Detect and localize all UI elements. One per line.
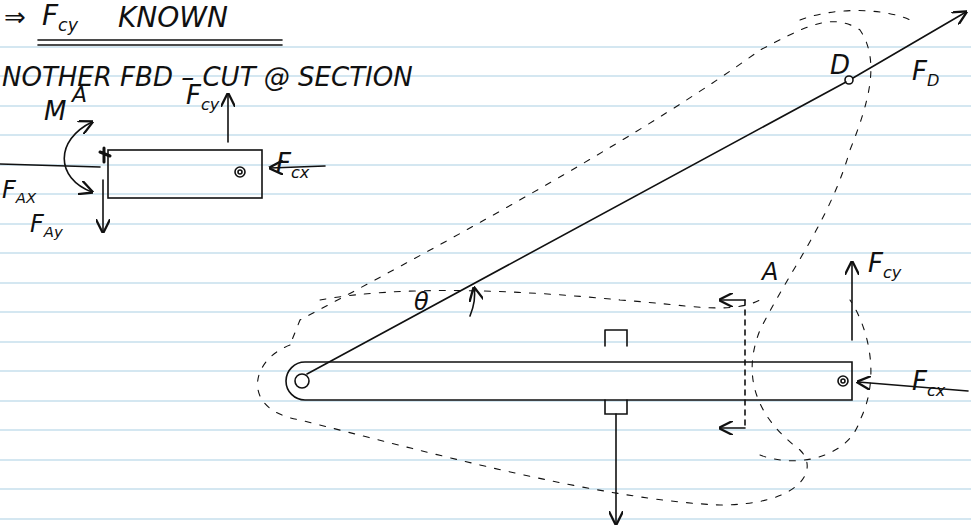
point-label: A [762, 260, 778, 284]
moment-label: M [44, 98, 66, 124]
point-label: A [72, 84, 87, 106]
force-label: Fcy [42, 2, 78, 34]
force-label: Fcx [276, 150, 309, 181]
force-label: Fcx [912, 368, 945, 399]
arrow-symbol: ⇒ [4, 4, 26, 30]
section-heading: NOTHER FBD – CUT @ SECTION [2, 64, 413, 90]
angle-label: θ [414, 290, 429, 314]
ink [0, 11, 968, 524]
force-label: FAX [2, 178, 36, 206]
force-label: FD [912, 58, 939, 89]
force-label: FAy [30, 212, 63, 240]
force-label: Fcy [186, 82, 219, 113]
force-label: Fcy [868, 250, 901, 281]
ruled-lines [0, 47, 971, 519]
note-text: KNOWN [118, 4, 228, 32]
point-label: D [830, 52, 850, 78]
